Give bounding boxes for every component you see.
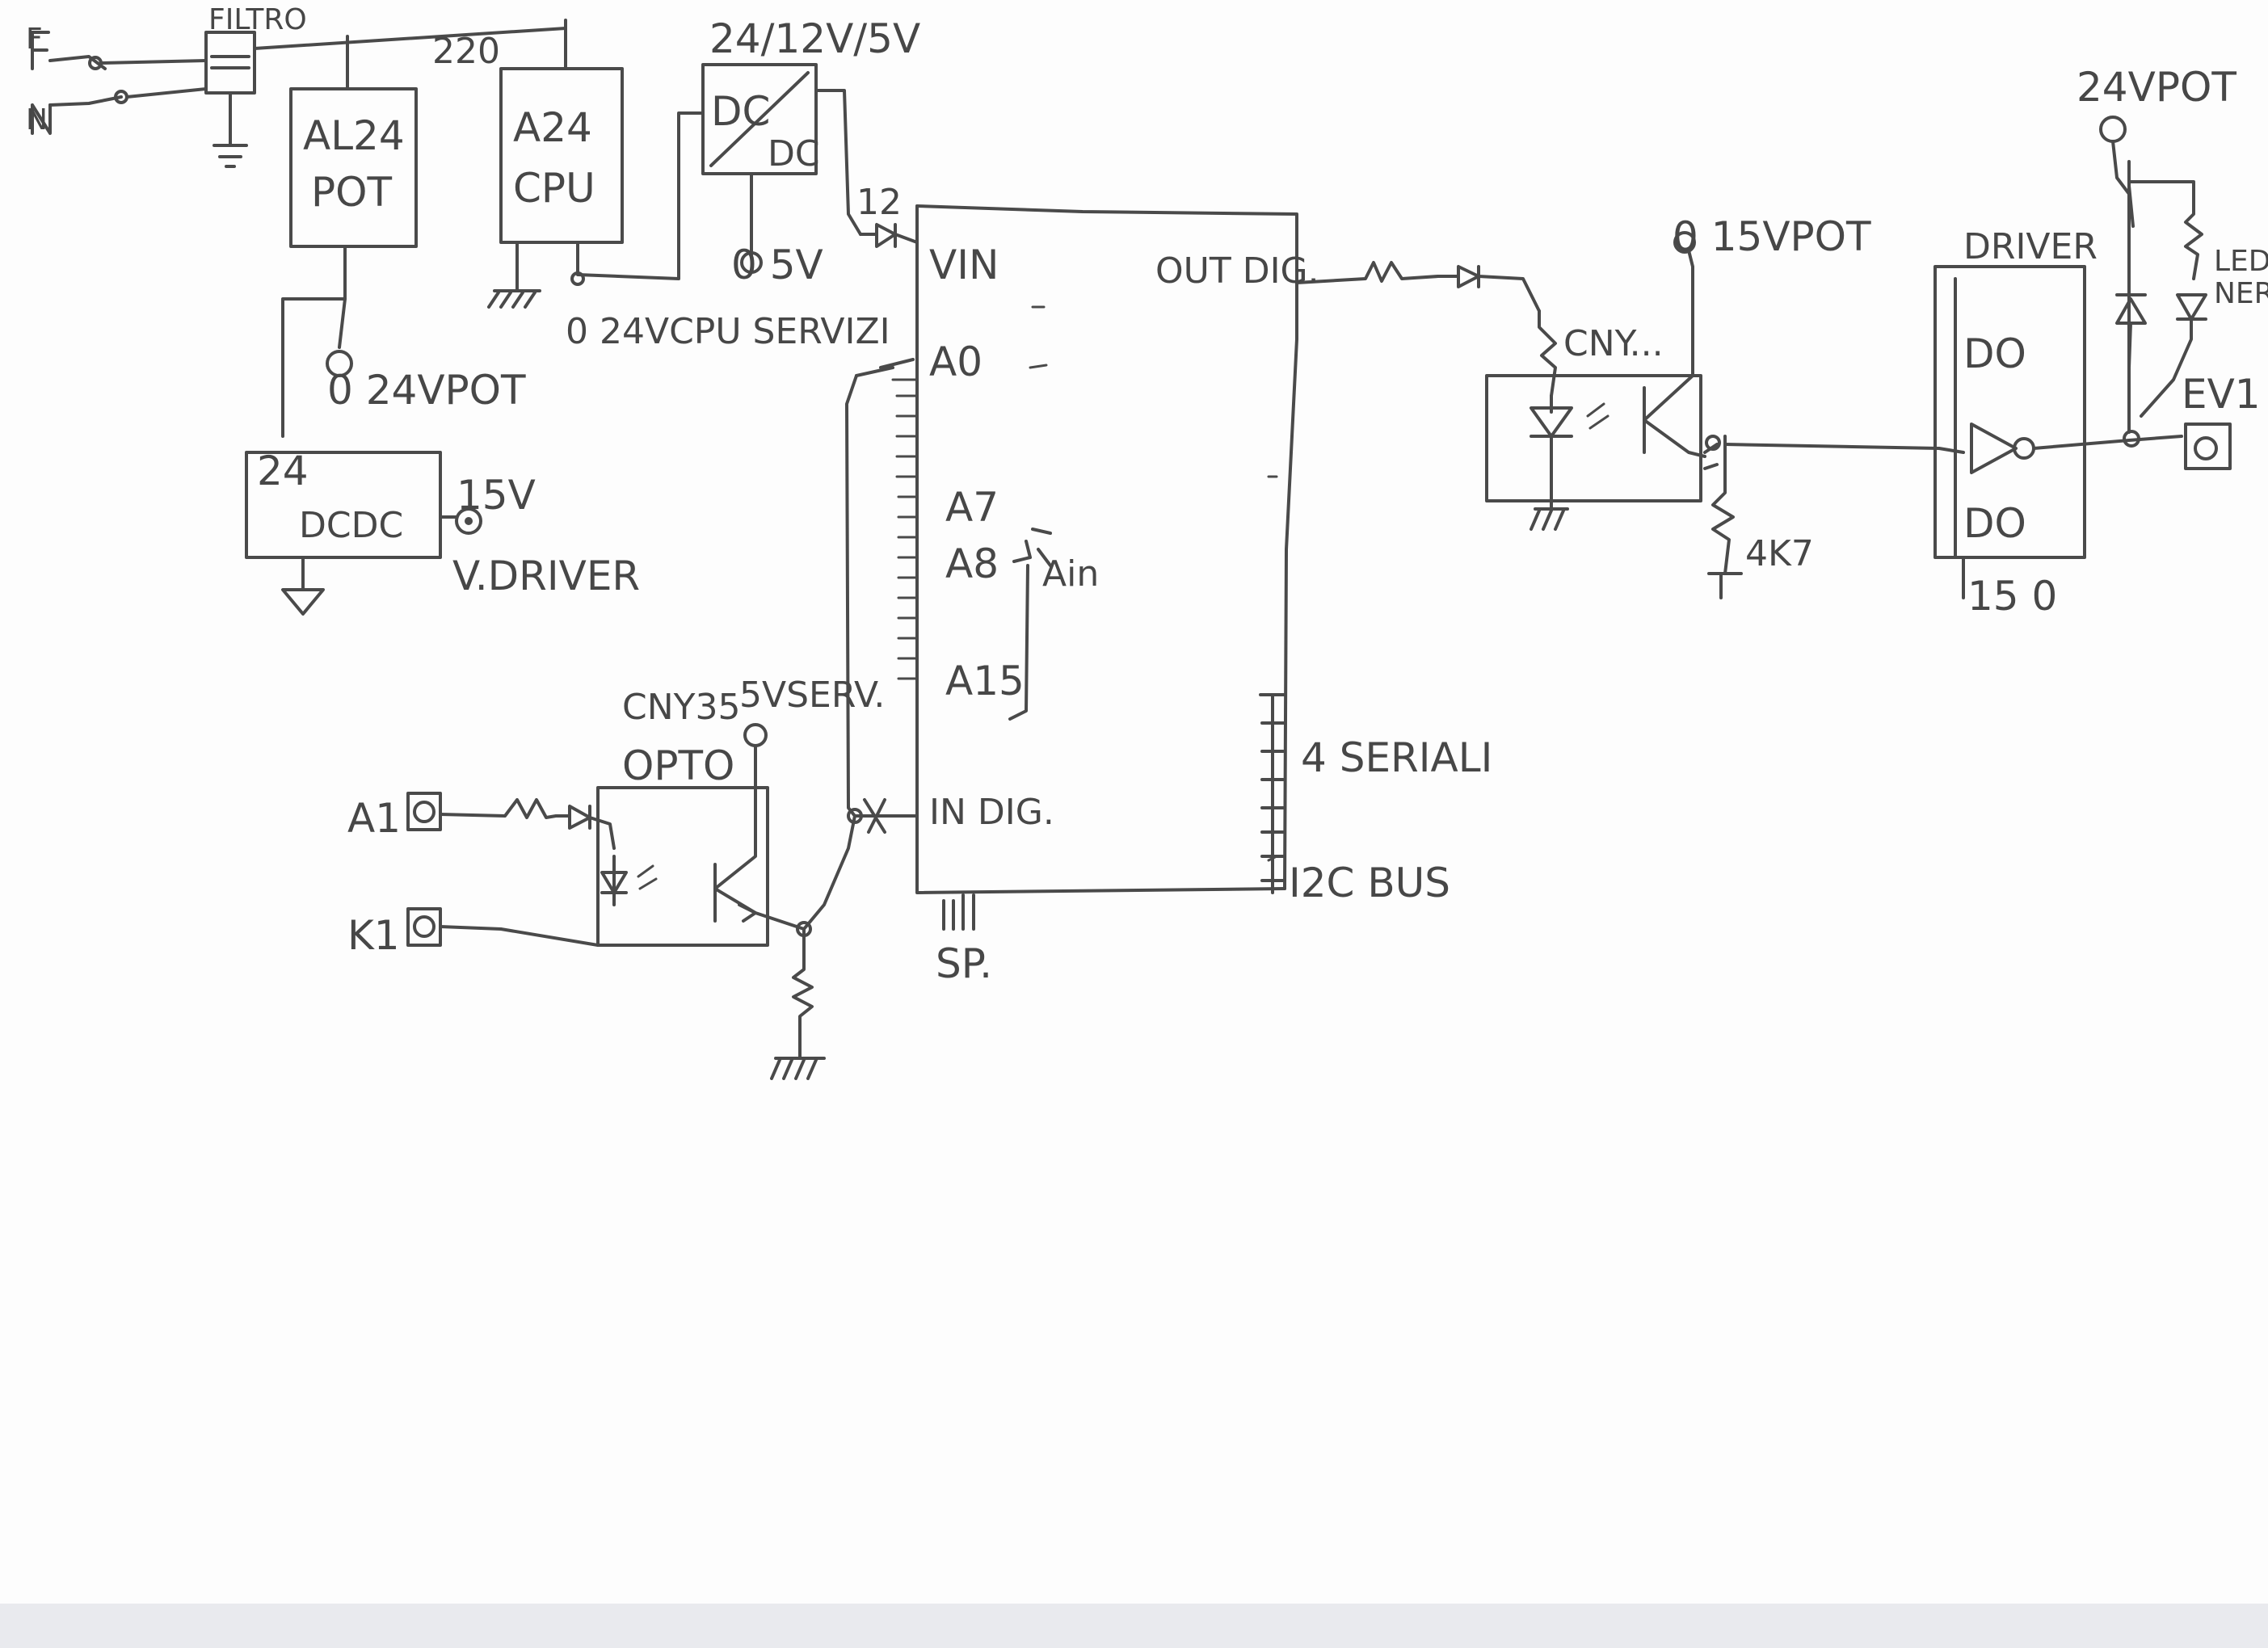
scan-bottom-edge <box>0 1604 2268 1648</box>
label-24vpot: 24VPOT <box>2077 64 2236 111</box>
label-input-k1: K1 <box>347 912 400 959</box>
label-a15: A15 <box>945 658 1025 704</box>
label-psu-pot-1: AL24 <box>303 112 405 159</box>
label-input-a1: A1 <box>347 795 401 842</box>
label-out-dig: OUT DIG. <box>1155 250 1319 292</box>
label-vdriver: V.DRIVER <box>452 553 640 599</box>
label-24vpot-out: 0 24VPOT <box>327 367 526 414</box>
input-optocoupler <box>406 723 826 1080</box>
driver-block <box>1933 116 2232 599</box>
label-vin: VIN <box>929 242 999 288</box>
label-dcdc-out: DC <box>768 133 820 174</box>
label-do-bottom: DO <box>1963 500 2026 547</box>
label-dcdc-driver-2: DCDC <box>299 505 403 546</box>
label-24vcpu-out: 0 24VCPU SERVIZI <box>566 311 890 352</box>
dcdc-converter <box>701 63 862 274</box>
diagram-labels: F N FILTRO 220 AL24 POT A24 CPU DC DC 24… <box>26 3 2268 987</box>
label-pin12: 12 <box>856 182 902 223</box>
label-dcdc-voltage: 24/12V/5V <box>709 15 920 62</box>
label-a0: A0 <box>929 338 983 385</box>
label-i2c: I2C BUS <box>1289 860 1450 906</box>
label-mains-n: N <box>26 103 48 137</box>
label-ain: Ain <box>1042 553 1099 595</box>
label-psu-cpu-1: A24 <box>513 104 592 151</box>
label-dcdc-in: DC <box>711 88 770 135</box>
label-sp: SP. <box>936 940 992 987</box>
psu-cpu <box>487 27 705 309</box>
label-4k7: 4K7 <box>1745 533 1814 574</box>
output-optocoupler <box>1485 231 1965 599</box>
dcdc-driver <box>245 451 482 616</box>
label-psu-cpu-2: CPU <box>513 165 595 212</box>
label-15v: 15V <box>457 472 536 519</box>
label-mains-f: F <box>26 23 43 56</box>
label-serial: 4 SERIALI <box>1301 734 1492 781</box>
label-opto-model: CNY35 <box>622 687 741 728</box>
label-led-sub: NERO <box>2214 277 2268 310</box>
label-driver: DRIVER <box>1963 226 2098 267</box>
label-psu-pot-2: POT <box>311 169 393 216</box>
label-5v-out: 0 5V <box>731 242 823 288</box>
psu-pot <box>281 35 418 438</box>
label-led: LED <box>2214 245 2268 278</box>
label-io15: 15 0 <box>1967 573 2057 620</box>
label-220: 220 <box>432 31 500 72</box>
label-do-top: DO <box>1963 330 2026 377</box>
label-filter: FILTRO <box>208 3 307 36</box>
label-dcdc-driver-1: 24 <box>257 448 309 494</box>
label-opto2: CNY... <box>1563 323 1664 364</box>
label-15vpot: 0 15VPOT <box>1673 213 1871 260</box>
label-opto: OPTO <box>622 742 734 789</box>
label-a8: A8 <box>945 540 999 587</box>
label-5vserv: 5VSERV. <box>739 675 885 716</box>
mains-input <box>31 31 208 135</box>
mcu-board <box>802 204 1541 931</box>
label-a7: A7 <box>945 484 999 531</box>
label-ev1: EV1 <box>2182 371 2261 418</box>
label-in-dig: IN DIG. <box>929 792 1054 833</box>
